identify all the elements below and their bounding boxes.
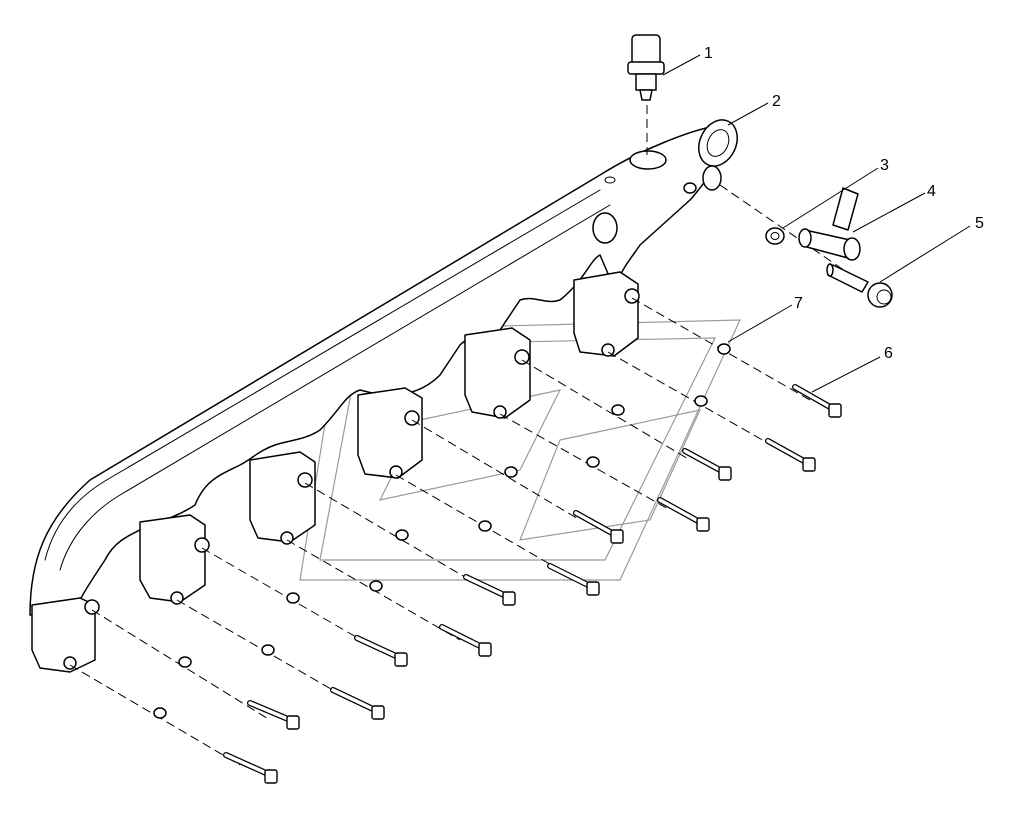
washer [153,707,167,719]
bolt [247,700,300,730]
bolt [792,384,842,418]
callout-2: 2 [772,93,781,110]
injector-port-3 [249,451,316,545]
injector-ports [31,271,640,673]
injector-port-5 [464,327,531,419]
washer [178,656,192,668]
callout-4: 4 [927,183,936,200]
callout-5: 5 [975,215,984,232]
bolt [463,574,516,606]
callout-1: 1 [704,45,713,62]
callout-7: 7 [794,295,803,312]
callout-3: 3 [880,157,889,174]
injector-port-6 [573,271,640,357]
fuel-rail-manifold [29,119,738,616]
seal-ring [765,227,785,245]
adapter-fitting [798,187,861,261]
bolt [573,510,624,544]
callout-leaders [662,54,971,393]
washer [261,644,275,656]
washer [504,466,518,478]
washer [286,592,300,604]
washer [478,520,492,532]
bolt [547,563,600,596]
bolt [765,438,816,472]
injector-port-4 [357,387,423,479]
bolt [330,687,385,720]
injector-port-2 [139,514,210,605]
washer [611,404,625,416]
washer [369,580,383,592]
washers [153,343,731,719]
callout-6: 6 [884,345,893,362]
bolt [657,497,710,532]
bolts [223,384,842,784]
washer [694,395,708,407]
washer [717,343,731,355]
bolt [682,448,732,481]
bolt [439,624,492,657]
pressure-sensor [627,34,665,101]
washer [586,456,600,468]
injector-port-1 [31,597,100,673]
washer [395,529,409,541]
bolt [354,635,408,667]
connector-fitting [826,263,893,308]
bolt [223,752,278,784]
